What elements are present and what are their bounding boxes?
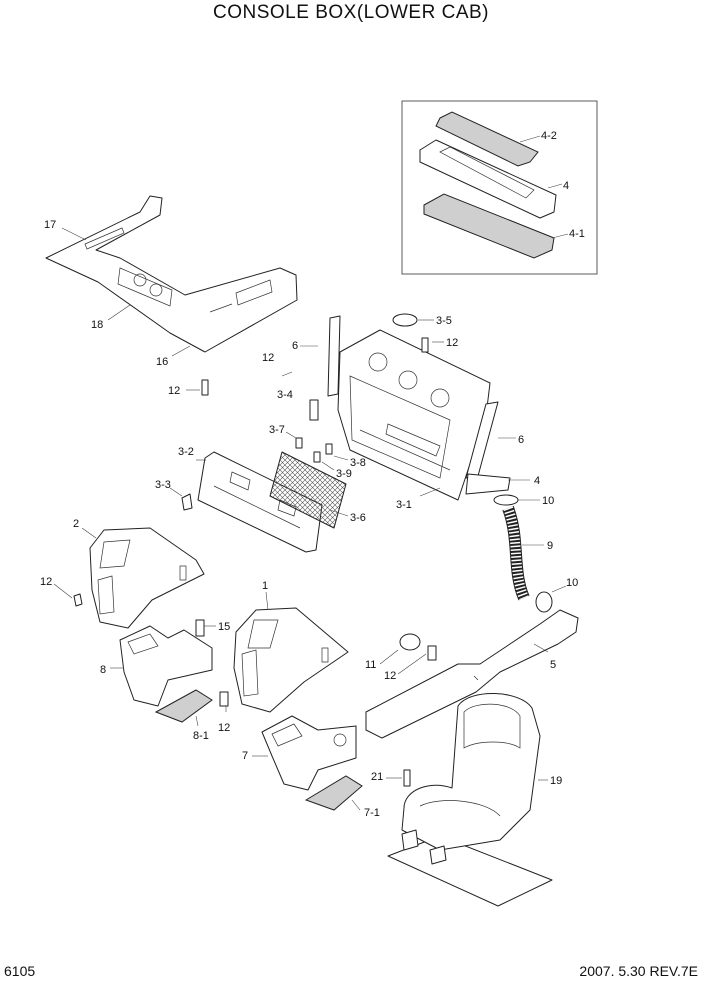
callout-6-left: 6: [292, 340, 298, 352]
callout-12-bar: 12: [384, 670, 396, 682]
console-lid: [169, 431, 349, 553]
callout-9: 9: [547, 540, 553, 552]
callout-3-4: 3-4: [277, 389, 293, 401]
seat: [386, 693, 553, 907]
callout-labels: 4-2 4 4-1 17 18 16 12 3-5 12 6 12 3-4 6 …: [40, 130, 585, 819]
callout-10-upper: 10: [542, 495, 554, 507]
callout-4: 4: [563, 180, 569, 192]
callout-8-1: 8-1: [193, 730, 209, 742]
callout-7: 7: [242, 750, 248, 762]
callout-19: 19: [550, 775, 562, 787]
upper-floor-cover: [45, 195, 298, 396]
callout-3-8: 3-8: [350, 457, 366, 469]
callout-3-3: 3-3: [155, 479, 171, 491]
callout-10-lower: 10: [566, 577, 578, 589]
callout-3-5: 3-5: [436, 315, 452, 327]
callout-11: 11: [365, 659, 376, 671]
callout-3-7: 3-7: [269, 424, 285, 436]
callout-3-6: 3-6: [350, 512, 366, 524]
callout-15: 15: [218, 621, 230, 633]
callout-1: 1: [262, 580, 268, 592]
callout-12-lower: 12: [218, 722, 230, 734]
callout-3-2: 3-2: [178, 446, 194, 458]
page-title: CONSOLE BOX(LOWER CAB): [213, 2, 489, 23]
callout-4-2: 4-2: [541, 130, 557, 142]
armrest-inset: [401, 100, 598, 275]
callout-17: 17: [44, 219, 56, 231]
callout-3-1: 3-1: [396, 499, 412, 511]
callout-16: 16: [156, 356, 168, 368]
page-code: 6105: [4, 963, 36, 979]
callout-6-right: 6: [518, 434, 524, 446]
callout-12-left: 12: [40, 576, 52, 588]
callout-12-plate: 12: [262, 352, 274, 364]
console-box: [281, 313, 530, 501]
callout-4-1: 4-1: [569, 228, 585, 240]
callout-2: 2: [73, 518, 79, 530]
callout-12-upper: 12: [168, 385, 180, 397]
armrest-bracket: [365, 609, 579, 739]
right-lower-assembly: [233, 591, 363, 811]
callout-3-9: 3-9: [336, 468, 352, 480]
callout-8: 8: [100, 664, 106, 676]
left-lower-assembly: [53, 527, 229, 727]
revision-date: 2007. 5.30 REV.7E: [579, 963, 698, 979]
callout-5: 5: [550, 659, 556, 671]
duct-hose: [493, 494, 567, 613]
callout-18: 18: [91, 319, 103, 331]
callout-21: 21: [371, 771, 383, 783]
callout-4-console: 4: [534, 475, 540, 487]
callout-7-1: 7-1: [364, 807, 380, 819]
callout-12-console: 12: [446, 337, 458, 349]
